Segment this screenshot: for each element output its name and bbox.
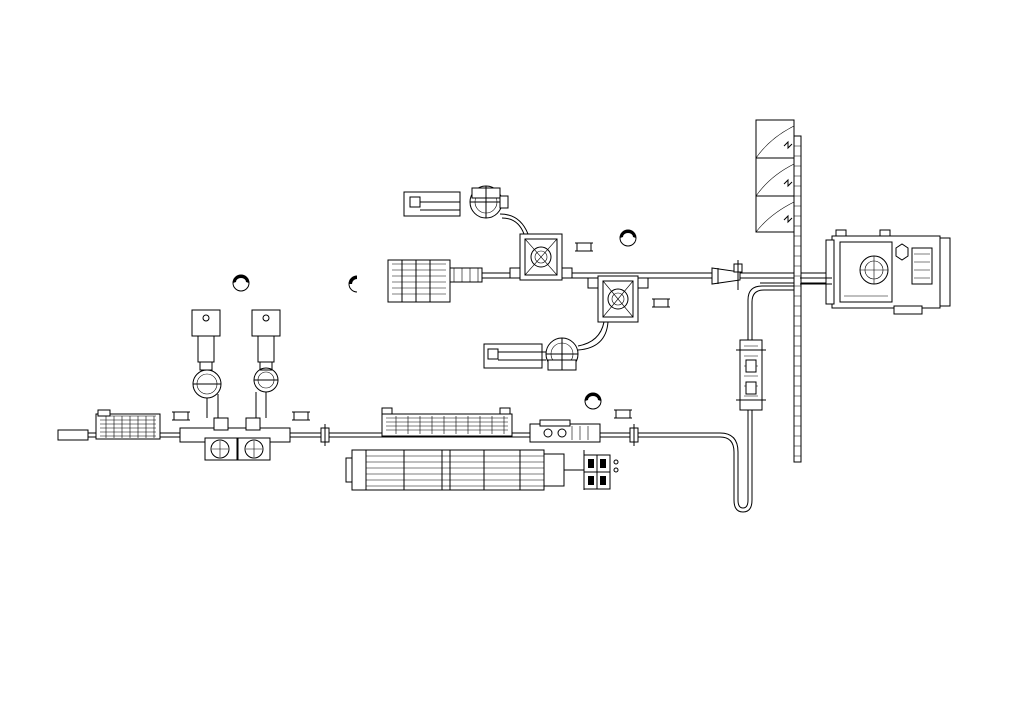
inline-sensor-1 <box>320 424 330 446</box>
upper-infeed-table <box>387 259 483 303</box>
inline-sensor-2 <box>629 424 639 446</box>
upper-robot-station <box>403 185 529 235</box>
twin-filling-machines <box>179 417 291 461</box>
end-packaging-machine <box>800 229 951 315</box>
operator-1 <box>232 274 250 292</box>
control-cabinet <box>583 454 619 490</box>
hopper-right <box>251 309 281 418</box>
accumulation-table <box>345 449 585 491</box>
vertical-branch <box>736 285 800 430</box>
operator-bench-3 <box>614 409 632 419</box>
operator-3 <box>619 229 637 247</box>
operator-bench-4 <box>575 242 593 252</box>
packing-unit <box>529 419 601 443</box>
operator-4 <box>584 392 602 410</box>
infeed-station <box>57 409 161 441</box>
operator-bench-2 <box>292 411 310 421</box>
storage-bays <box>755 119 795 233</box>
building-wall <box>793 135 802 463</box>
upper-transfer <box>711 260 743 290</box>
lower-robot-station <box>483 321 609 371</box>
operator-2 <box>348 275 358 293</box>
hopper-left <box>191 309 222 418</box>
long-processing-machine <box>381 407 513 437</box>
operator-bench-1 <box>172 411 190 421</box>
rotary-station-2 <box>587 275 649 323</box>
operator-bench-5 <box>652 298 670 308</box>
rotary-station-1 <box>509 233 573 281</box>
